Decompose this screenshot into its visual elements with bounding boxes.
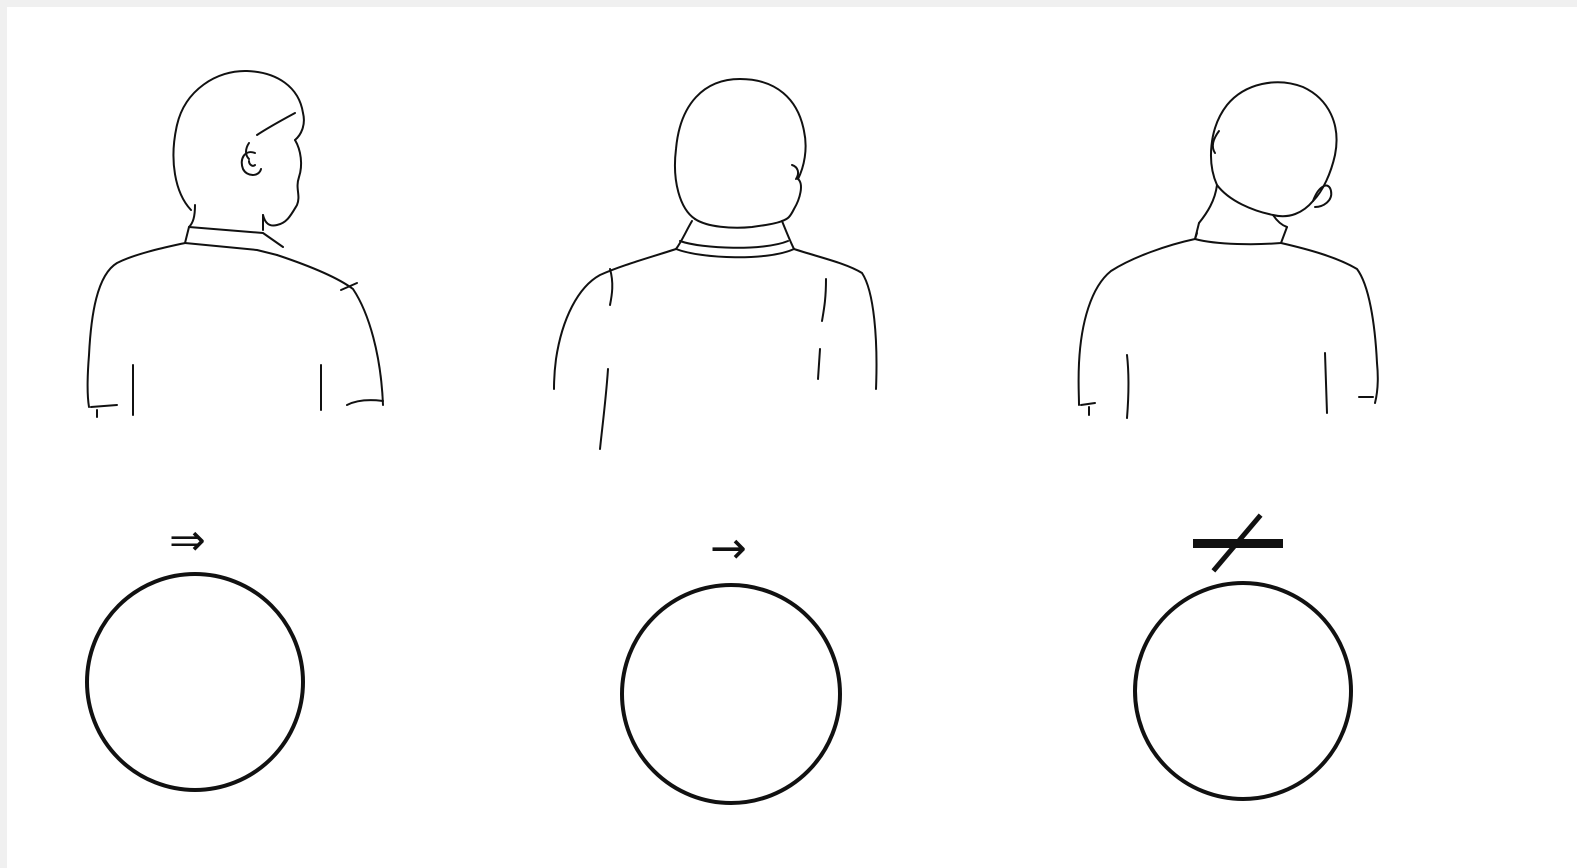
person-head-neutral-illustration xyxy=(542,69,892,459)
person-head-neutral-svg xyxy=(542,69,892,459)
middle-circle-svg xyxy=(614,577,848,811)
left-circle-svg xyxy=(80,567,310,797)
single-arrow-symbol: → xyxy=(710,527,747,571)
person-head-turned-illustration xyxy=(77,65,397,435)
person-head-tilted-svg xyxy=(1067,73,1387,433)
not-equal-symbol xyxy=(1187,509,1287,579)
left-circle xyxy=(80,567,310,797)
person-head-tilted-illustration xyxy=(1067,73,1387,433)
middle-circle xyxy=(614,577,848,811)
right-circle xyxy=(1126,574,1360,808)
right-circle-svg xyxy=(1126,574,1360,808)
figure-canvas: ⇒ → xyxy=(7,7,1577,868)
person-head-turned-svg xyxy=(77,65,397,435)
not-equal-symbol-svg xyxy=(1187,509,1287,579)
double-arrow-symbol: ⇒ xyxy=(169,519,206,563)
